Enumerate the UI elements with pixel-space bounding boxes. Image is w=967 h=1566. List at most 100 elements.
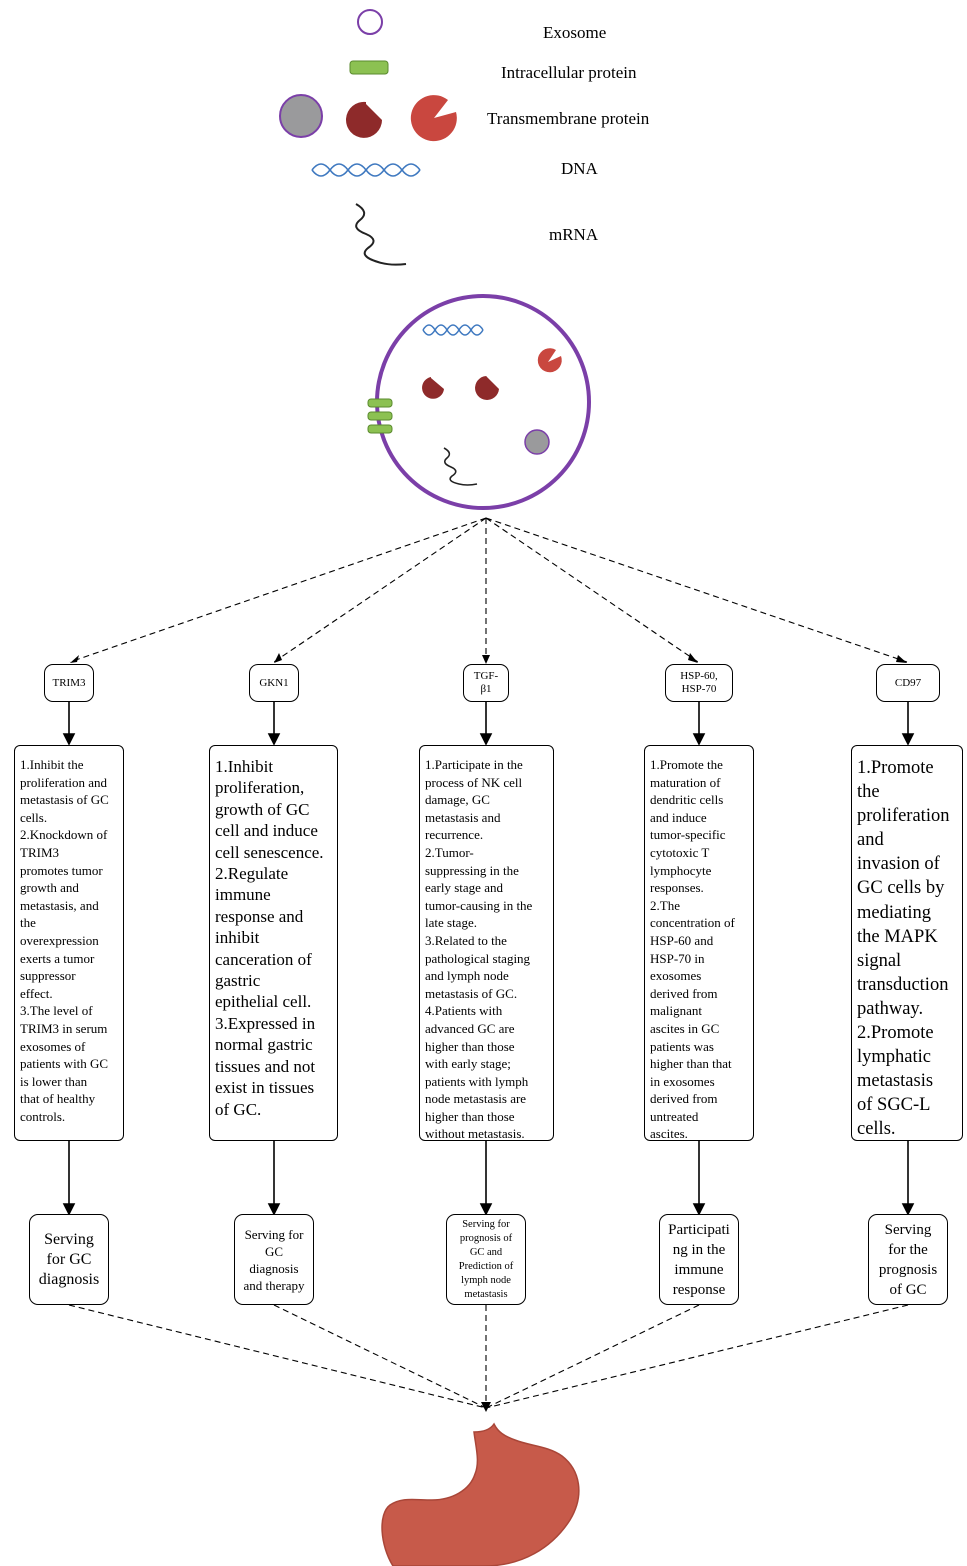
description-line: inhibit <box>215 928 260 948</box>
description-line: 2.Knockdown of <box>20 827 108 843</box>
description-line: exosomes <box>650 968 702 984</box>
description-line: 1.Participate in the <box>425 757 523 772</box>
description-line: metastasis and <box>425 809 501 825</box>
description-line: tissues and not <box>215 1056 316 1076</box>
description-line: 2.Tumor- <box>425 844 474 860</box>
description-line: suppressor <box>20 968 76 984</box>
description-line: growth and <box>20 880 79 896</box>
description-line: higher than those <box>425 1038 515 1054</box>
marker-label-trim3: TRIM3 <box>52 676 86 689</box>
description-line: mediating <box>857 902 931 923</box>
description-line: malignant <box>650 1003 702 1019</box>
stomach-icon <box>381 1422 580 1566</box>
description-line: 2.Promote <box>857 1023 934 1044</box>
description-line: 3.Related to the <box>425 932 507 948</box>
description-line: ascites. <box>650 1126 688 1141</box>
description-line: of SGC-L <box>857 1095 931 1116</box>
description-line: cells. <box>857 1119 896 1140</box>
description-line: in exosomes <box>650 1073 715 1089</box>
outcome-line: for GC <box>46 1250 92 1268</box>
marker-box-gkn1: GKN1 <box>249 664 299 702</box>
marker-box-trim3: TRIM3 <box>44 664 94 702</box>
exosome-membrane <box>375 294 591 510</box>
outcome-box-hsp: Participati ng in the immune response <box>659 1214 739 1305</box>
description-line: maturation of <box>650 774 721 790</box>
description-line: dendritic cells <box>650 792 724 808</box>
outcome-to-stomach-connectors <box>68 1304 909 1409</box>
description-line: and induce <box>650 809 707 825</box>
outcome-box-tgf-b1: Serving for prognosis of GC and Predicti… <box>446 1214 526 1305</box>
description-line: node metastasis are <box>425 1091 527 1107</box>
exosome-mrna-icon <box>443 447 478 486</box>
description-line: 2.Regulate <box>215 864 289 884</box>
description-line: effect. <box>20 985 53 1001</box>
description-line: 3.Expressed in <box>215 1013 316 1033</box>
description-line: proliferation <box>857 806 950 827</box>
outcome-line: GC and <box>469 1246 503 1258</box>
marker-label-tgf-line-1: TGF- <box>473 670 499 682</box>
description-line: metastasis, and <box>20 897 99 913</box>
transmembrane-protein-legend-icons <box>279 94 457 142</box>
description-line: promotes tumor <box>20 862 103 878</box>
outcome-line: GC <box>264 1243 284 1259</box>
exosome-connector-arrowheads <box>70 653 907 664</box>
description-line: tumor-specific <box>650 827 726 843</box>
description-line: TRIM3 <box>20 844 59 860</box>
outcome-line: Participati <box>668 1221 730 1238</box>
outcome-box-gkn1: Serving for GC diagnosis and therapy <box>234 1214 314 1305</box>
outcome-line: for the <box>888 1241 928 1258</box>
description-line: without metastasis. <box>425 1126 525 1141</box>
exosome-to-marker-connectors <box>69 517 908 663</box>
description-line: metastasis of GC. <box>425 985 518 1001</box>
legend-label-intracellular-protein: Intracellular protein <box>501 63 637 82</box>
stomach-arrowhead <box>481 1402 491 1412</box>
description-line: derived from <box>650 1091 718 1107</box>
marker-to-description-arrows <box>62 702 915 746</box>
marker-label-gkn1: GKN1 <box>259 676 289 689</box>
description-line: higher than those <box>425 1108 515 1124</box>
description-line: exerts a tumor <box>20 950 95 966</box>
description-line: lymphatic <box>857 1047 931 1068</box>
description-line: pathological staging <box>425 950 531 966</box>
description-box-trim3: 1.Inhibit the proliferation and metastas… <box>14 745 124 1141</box>
description-line: of GC. <box>215 1099 262 1119</box>
description-line: overexpression <box>20 932 99 948</box>
description-line: cell and induce <box>215 821 318 841</box>
description-line: early stage and <box>425 880 503 896</box>
description-line: HSP-60 and <box>650 932 714 948</box>
description-to-outcome-arrows <box>62 1141 915 1216</box>
description-line: lymphocyte <box>650 862 712 878</box>
description-line: TRIM3 in serum <box>20 1020 108 1036</box>
mrna-legend-icon <box>355 203 407 266</box>
description-line: controls. <box>20 1108 66 1124</box>
description-line: GC cells by <box>857 878 945 899</box>
marker-box-cd97: CD97 <box>876 664 940 702</box>
description-line: concentration of <box>650 915 735 931</box>
legend-label-mrna: mRNA <box>549 225 599 244</box>
intracellular-protein-legend-icon <box>349 60 389 75</box>
description-line: response and <box>215 906 304 926</box>
description-line: 1.Promote <box>857 758 934 778</box>
outcome-line: diagnosis <box>38 1270 100 1288</box>
description-line: the <box>20 915 36 931</box>
description-line: tumor-causing in the <box>425 897 533 913</box>
dark-red-pacman-protein-icon <box>346 101 382 138</box>
marker-box-hsp: HSP-60, HSP-70 <box>665 664 733 702</box>
description-line: late stage. <box>425 915 477 931</box>
exosome-red-pacman-icon <box>537 348 562 373</box>
description-line: higher than that <box>650 1056 732 1072</box>
outcome-line: Serving for <box>244 1226 304 1242</box>
description-line: patients with lymph <box>425 1073 529 1089</box>
marker-label-hsp-line-2: HSP-70 <box>681 683 717 695</box>
description-line: with early stage; <box>425 1056 511 1072</box>
description-line: pathway. <box>857 998 924 1019</box>
legend-label-exosome: Exosome <box>543 23 607 42</box>
marker-label-tgf-line-2: β1 <box>480 683 492 695</box>
red-pacman-protein-icon <box>410 95 457 142</box>
description-line: the MAPK <box>857 926 938 947</box>
exosome-dark-red-pacman-icon-2 <box>475 375 499 400</box>
exosome-dna-icon <box>422 324 484 336</box>
description-box-gkn1: 1.Inhibit proliferation, growth of GC ce… <box>209 745 338 1141</box>
description-line: ascites in GC <box>650 1020 720 1036</box>
description-line: that of healthy <box>20 1091 96 1107</box>
